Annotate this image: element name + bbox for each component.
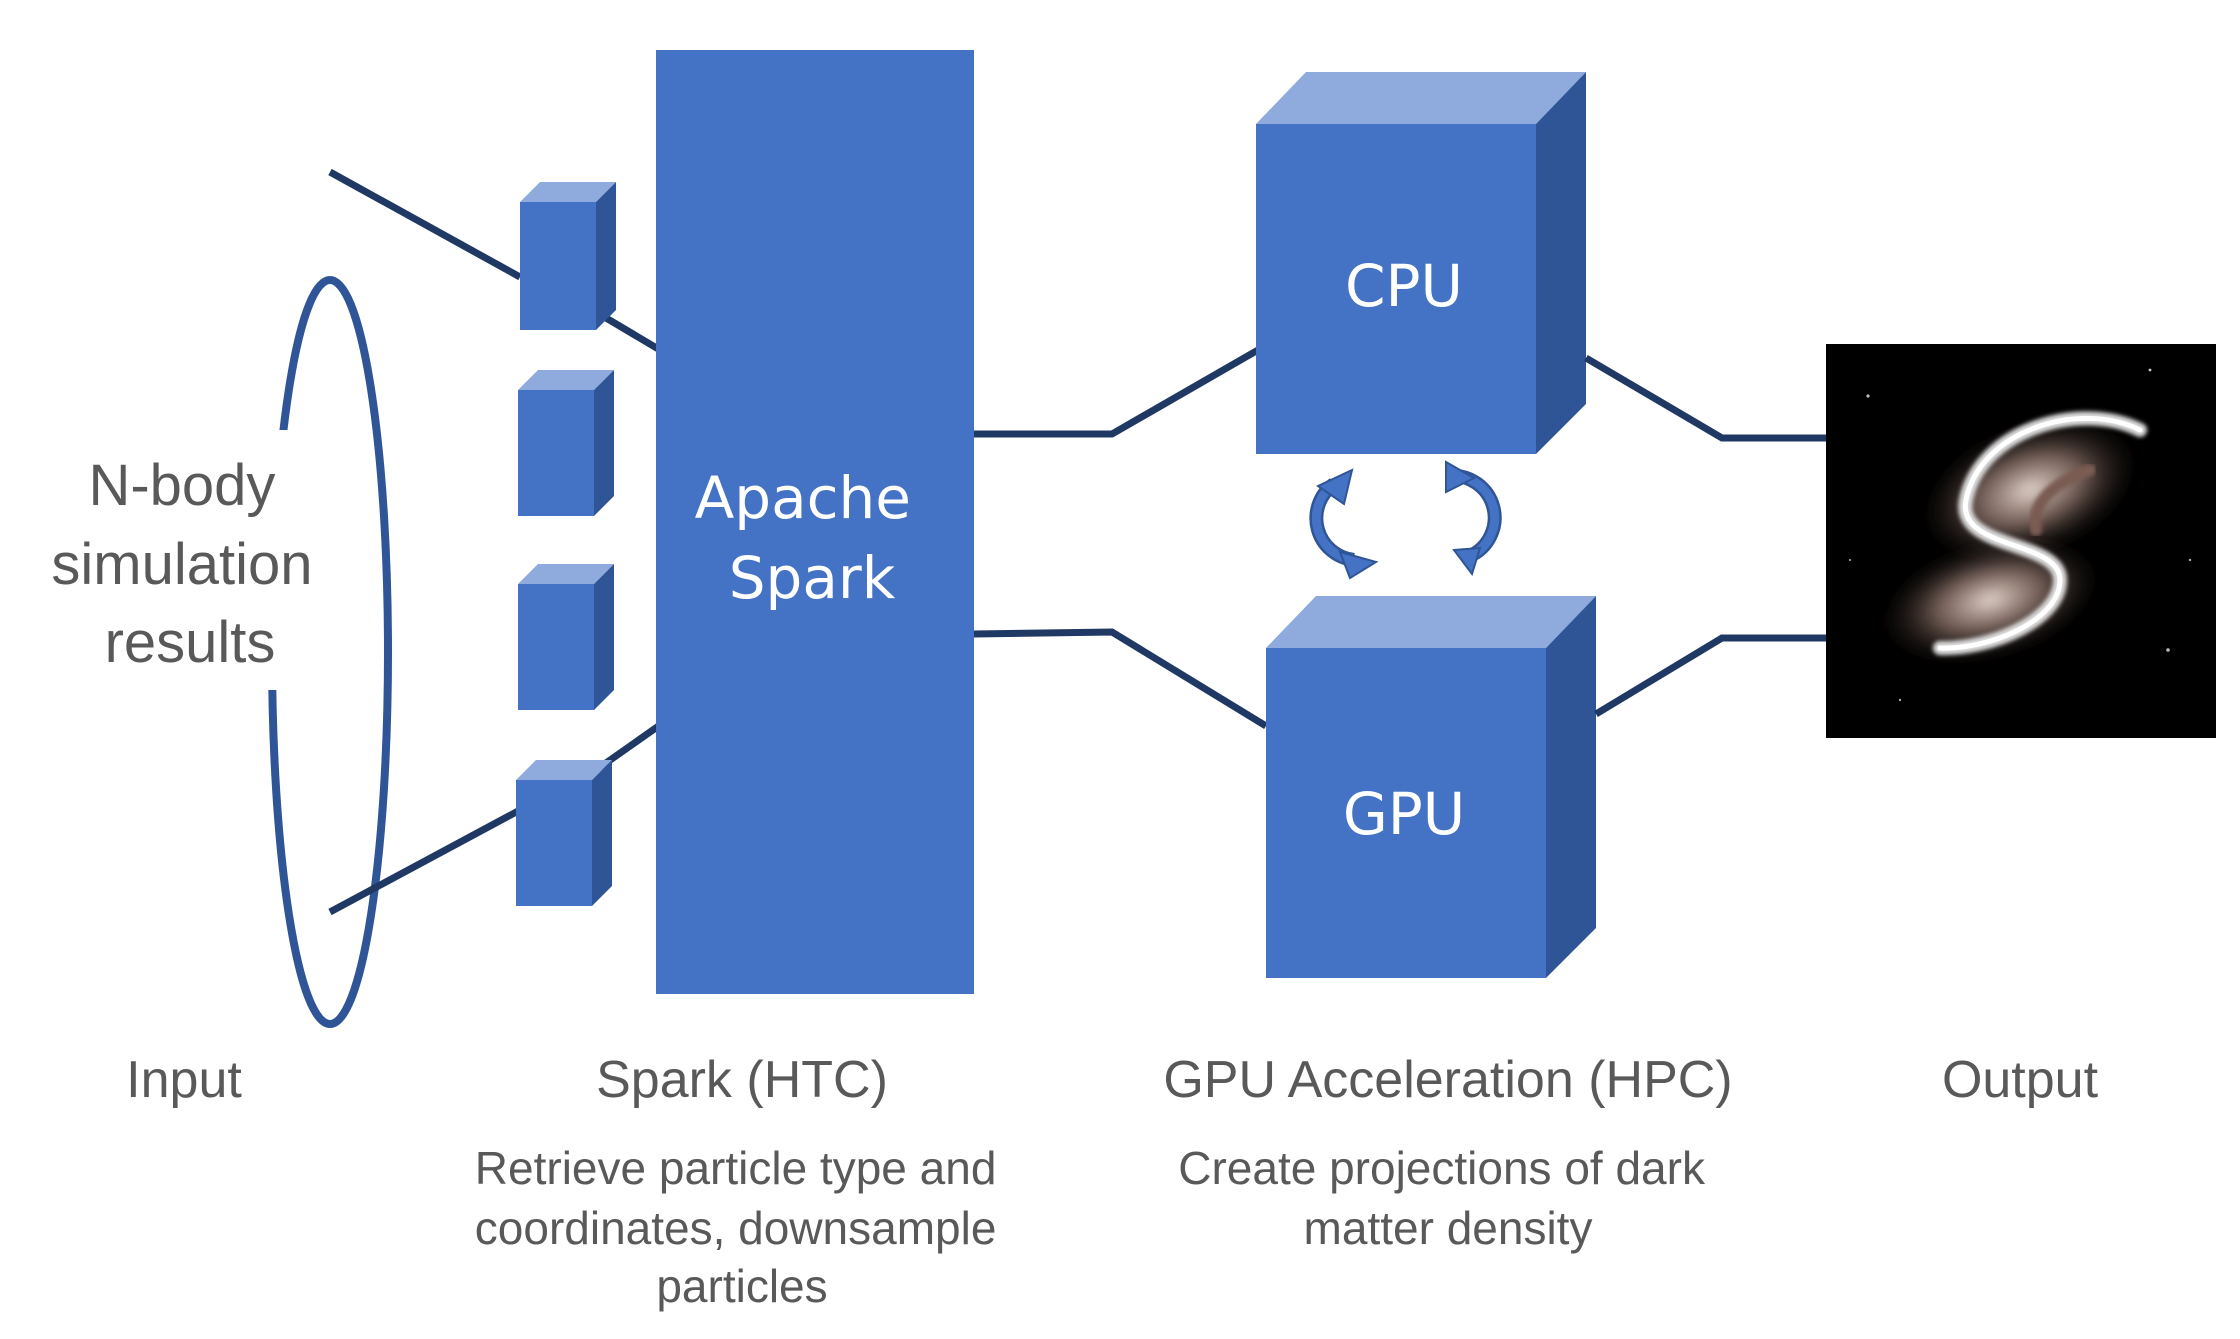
gpu-stage-label: GPU Acceleration (HPC)	[1163, 1051, 1732, 1109]
input-label-line-3: results	[105, 610, 276, 675]
partition-cube	[520, 182, 616, 330]
spark-description: Retrieve particle type and coordinates, …	[475, 1142, 1009, 1312]
cpu-label: CPU	[1345, 252, 1463, 320]
gpu-description-line-2: matter density	[1304, 1202, 1593, 1254]
spark-to-gpu-line	[973, 628, 1268, 729]
input-label-line-2: simulation	[51, 532, 312, 597]
input-label-line-1: N-body	[88, 453, 275, 518]
stage-labels: Input Spark (HTC) GPU Acceleration (HPC)…	[126, 1051, 2098, 1109]
output-image	[1826, 344, 2216, 738]
spark-description-line-3: particles	[656, 1260, 827, 1312]
spark-box-label: Apache Spark	[695, 464, 930, 612]
gpu-description: Create projections of dark matter densit…	[1178, 1142, 1718, 1254]
input-funnel: N-body simulation results	[30, 168, 663, 1028]
gpu-label: GPU	[1343, 780, 1465, 848]
spark-connectors	[973, 346, 1268, 729]
partition-cube	[518, 370, 614, 516]
gpu-cube: GPU	[1266, 596, 1596, 978]
partition-cube	[518, 564, 614, 710]
spark-box-line-2: Spark	[729, 544, 896, 612]
circular-arrow-right-icon	[1445, 460, 1502, 577]
stage-descriptions: Retrieve particle type and coordinates, …	[475, 1142, 1718, 1312]
partition-cubes	[516, 182, 616, 906]
spark-box-line-1: Apache	[695, 464, 911, 532]
cpu-to-output-line	[1584, 354, 1826, 442]
spark-stage-label: Spark (HTC)	[596, 1051, 888, 1109]
apache-spark-block: Apache Spark	[656, 50, 974, 994]
input-label-backing	[30, 430, 350, 690]
gpu-to-output-line	[1594, 634, 1826, 717]
partition-cube	[516, 760, 612, 906]
gpu-description-line-1: Create projections of dark	[1178, 1142, 1706, 1194]
output-stage-label: Output	[1942, 1051, 2099, 1109]
spark-description-line-1: Retrieve particle type and	[475, 1142, 997, 1194]
input-ellipse-label: N-body simulation results	[51, 453, 328, 675]
dark-matter-projection	[1848, 368, 2192, 702]
funnel-line-bottom	[328, 806, 522, 916]
cpu-cube: CPU	[1256, 72, 1586, 454]
input-stage-label: Input	[126, 1051, 242, 1109]
circular-arrow-left-icon	[1309, 468, 1379, 580]
spark-to-cpu-line	[974, 346, 1260, 438]
spark-description-line-2: coordinates, downsample	[475, 1202, 997, 1254]
exchange-arrows	[1309, 460, 1502, 580]
output-connectors	[1584, 354, 1826, 717]
funnel-line-top	[328, 168, 522, 281]
